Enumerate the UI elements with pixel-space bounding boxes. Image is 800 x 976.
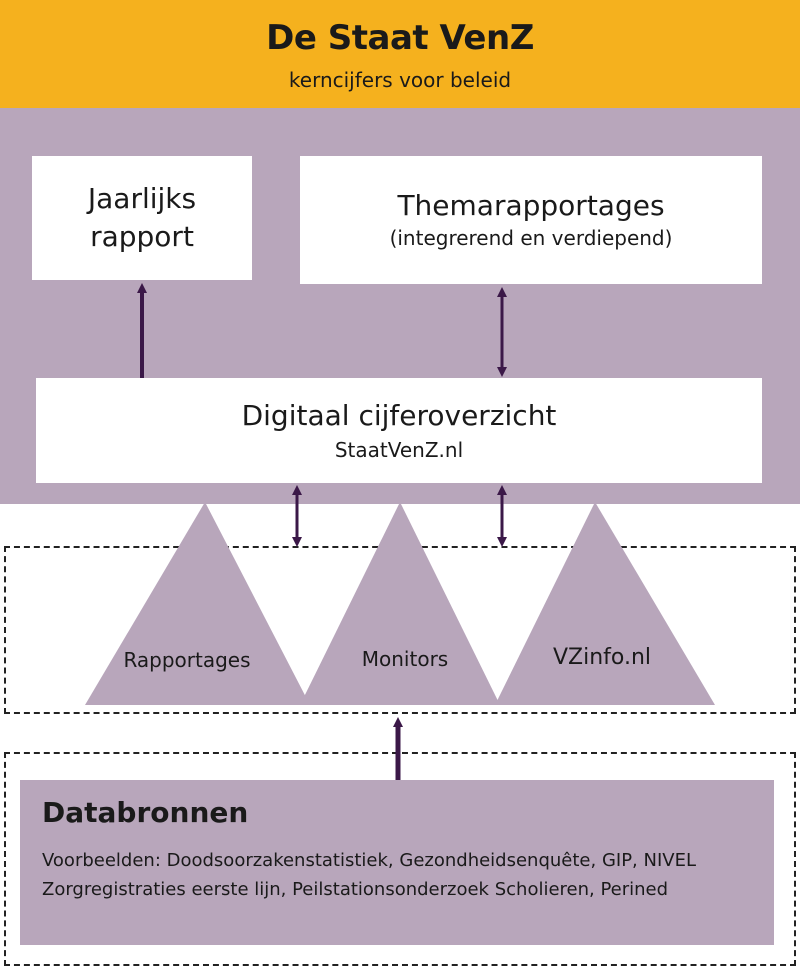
page-subtitle: kerncijfers voor beleid: [288, 68, 512, 92]
source-label-monitors: Monitors: [361, 647, 449, 671]
digital-overview-subtitle: StaatVenZ.nl: [334, 437, 464, 462]
source-label-rapportages: Rapportages: [123, 648, 251, 672]
digital-overview-title: Digitaal cijferoverzicht: [241, 398, 557, 432]
annual-report-line1: Jaarlijks: [87, 182, 197, 215]
source-label-vzinfo: VZinfo.nl: [552, 645, 652, 670]
triangle-monitors: [300, 502, 500, 705]
triangle-rapportages: [85, 502, 310, 705]
header-banner: [0, 0, 800, 108]
theme-reports-title: Themarapportages: [397, 189, 665, 222]
annual-report-box: Jaarlijks rapport: [32, 156, 252, 280]
theme-reports-subtitle: (integrerend en verdiepend): [389, 226, 673, 250]
databronnen-text: Voorbeelden: Doodsoorzakenstatistiek, Ge…: [42, 850, 696, 900]
databronnen-box: [20, 780, 774, 945]
triangle-vzinfo: [495, 502, 715, 705]
databronnen-title: Databronnen: [42, 796, 249, 829]
page-title: De Staat VenZ: [266, 18, 534, 58]
digital-overview-box: Digitaal cijferoverzicht StaatVenZ.nl: [36, 378, 762, 483]
theme-reports-box: Themarapportages (integrerend en verdiep…: [300, 156, 762, 284]
annual-report-line2: rapport: [90, 220, 194, 253]
